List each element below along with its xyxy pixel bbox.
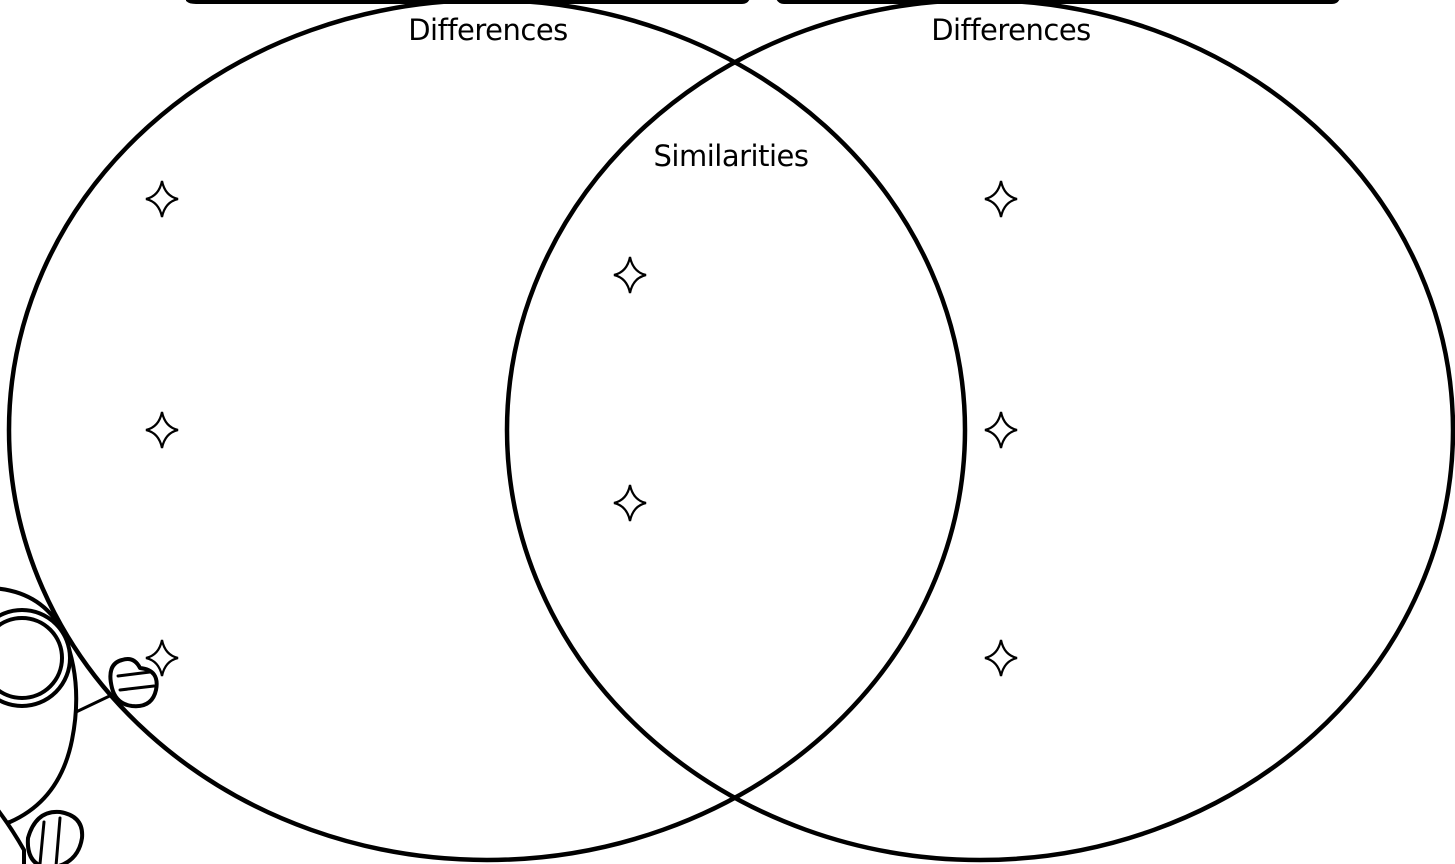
four-point-star-icon: [145, 639, 179, 677]
character-hand-stripe: [118, 684, 156, 692]
four-point-star-icon: [145, 411, 179, 449]
character-hand-stripe: [116, 670, 152, 678]
right-differences-label: Differences: [931, 13, 1091, 47]
right-circle: [504, 0, 1455, 863]
character-hand: [108, 657, 159, 709]
four-point-star-icon: [984, 411, 1018, 449]
character-foot: [25, 809, 85, 864]
left-differences-label: Differences: [408, 13, 568, 47]
four-point-star-icon: [145, 180, 179, 218]
character-eye-inner: [0, 616, 64, 700]
character-foot-stripe: [54, 816, 62, 864]
four-point-star-icon: [613, 484, 647, 522]
similarities-label: Similarities: [654, 139, 809, 173]
left-title-box-edge: [186, 0, 750, 4]
four-point-star-icon: [984, 639, 1018, 677]
four-point-star-icon: [984, 180, 1018, 218]
left-circle: [6, 0, 968, 863]
four-point-star-icon: [613, 256, 647, 294]
character-foot-stripe: [38, 820, 46, 864]
cartoon-character-illustration: [0, 586, 159, 864]
character-arm: [74, 690, 120, 714]
right-title-box-edge: [776, 0, 1340, 4]
character-lower-limb: [0, 809, 26, 864]
